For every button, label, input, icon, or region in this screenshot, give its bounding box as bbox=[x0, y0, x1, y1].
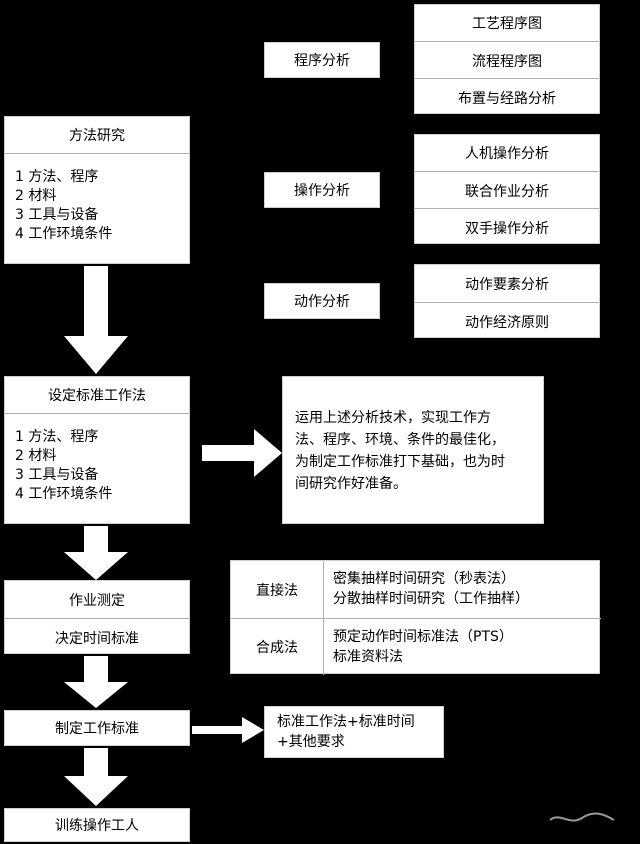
method-study-title: 方法研究 bbox=[69, 128, 125, 144]
procedure-analysis-label: 程序分析 bbox=[264, 42, 380, 78]
right-arrow-icon bbox=[192, 717, 264, 743]
procedure-item: 工艺程序图 bbox=[472, 16, 542, 32]
right-arrow-icon bbox=[202, 429, 282, 477]
method-study-item: 1 方法、程序 bbox=[15, 169, 99, 185]
train-workers-box: 训练操作工人 bbox=[4, 808, 190, 842]
method-study-item: 4 工作环境条件 bbox=[15, 226, 113, 242]
standard-result-box: 标准工作法+标准时间 +其他要求 bbox=[264, 706, 444, 758]
set-standard-item: 1 方法、程序 bbox=[15, 429, 99, 445]
work-measurement-box: 作业测定 决定时间标准 bbox=[4, 580, 190, 654]
procedure-item: 布置与经路分析 bbox=[415, 78, 599, 116]
operation-analysis-items: 人机操作分析 联合作业分析 双手操作分析 bbox=[414, 134, 600, 244]
method-study-item: 3 工具与设备 bbox=[15, 207, 99, 223]
motion-analysis-items: 动作要素分析 动作经济原则 bbox=[414, 264, 600, 338]
standard-result-text: 标准工作法+标准时间 +其他要求 bbox=[277, 714, 415, 750]
operation-item: 双手操作分析 bbox=[415, 208, 599, 246]
operation-analysis-label: 操作分析 bbox=[264, 172, 380, 208]
set-standard-item: 4 工作环境条件 bbox=[15, 486, 113, 502]
note-box: 运用上述分析技术，实现工作方 法、程序、环境、条件的最佳化， 为制定工作标准打下… bbox=[282, 376, 544, 524]
set-standard-box: 设定标准工作法 1 方法、程序 2 材料 3 工具与设备 4 工作环境条件 bbox=[4, 376, 190, 524]
methods-row-direct: 直接法 密集抽样时间研究（秒表法） 分散抽样时间研究（工作抽样） bbox=[231, 561, 601, 618]
down-arrow-icon bbox=[64, 266, 128, 374]
down-arrow-icon bbox=[64, 748, 128, 806]
set-standard-item: 2 材料 bbox=[15, 448, 57, 464]
motion-item: 动作要素分析 bbox=[465, 276, 549, 293]
operation-item: 联合作业分析 bbox=[415, 171, 599, 209]
watermark-mark bbox=[548, 808, 618, 831]
note-text: 运用上述分析技术，实现工作方 法、程序、环境、条件的最佳化， 为制定工作标准打下… bbox=[295, 410, 505, 492]
methods-row-synthetic: 合成法 预定动作时间标准法（PTS） 标准资料法 bbox=[231, 618, 601, 676]
methods-table: 直接法 密集抽样时间研究（秒表法） 分散抽样时间研究（工作抽样） 合成法 预定动… bbox=[230, 560, 601, 676]
procedure-item: 流程程序图 bbox=[415, 41, 599, 79]
synthetic-method-label: 合成法 bbox=[231, 619, 324, 675]
synthetic-method-desc: 预定动作时间标准法（PTS） 标准资料法 bbox=[333, 629, 513, 665]
direct-method-desc: 密集抽样时间研究（秒表法） 分散抽样时间研究（工作抽样） bbox=[333, 571, 529, 607]
set-standard-title: 设定标准工作法 bbox=[48, 388, 146, 404]
work-measurement-subtitle: 决定时间标准 bbox=[5, 618, 189, 656]
down-arrow-icon bbox=[64, 656, 128, 708]
method-study-box: 方法研究 1 方法、程序 2 材料 3 工具与设备 4 工作环境条件 bbox=[4, 116, 190, 264]
make-standard-box: 制定工作标准 bbox=[4, 710, 190, 746]
work-measurement-title: 作业测定 bbox=[69, 592, 125, 609]
down-arrow-icon bbox=[64, 526, 128, 580]
method-study-list: 1 方法、程序 2 材料 3 工具与设备 4 工作环境条件 bbox=[15, 168, 112, 244]
set-standard-item: 3 工具与设备 bbox=[15, 467, 99, 483]
procedure-analysis-items: 工艺程序图 流程程序图 布置与经路分析 bbox=[414, 4, 600, 114]
motion-analysis-label: 动作分析 bbox=[264, 283, 380, 319]
set-standard-list: 1 方法、程序 2 材料 3 工具与设备 4 工作环境条件 bbox=[15, 428, 112, 504]
motion-item: 动作经济原则 bbox=[415, 302, 599, 340]
direct-method-label: 直接法 bbox=[231, 561, 324, 618]
method-study-item: 2 材料 bbox=[15, 188, 57, 204]
operation-item: 人机操作分析 bbox=[465, 146, 549, 162]
